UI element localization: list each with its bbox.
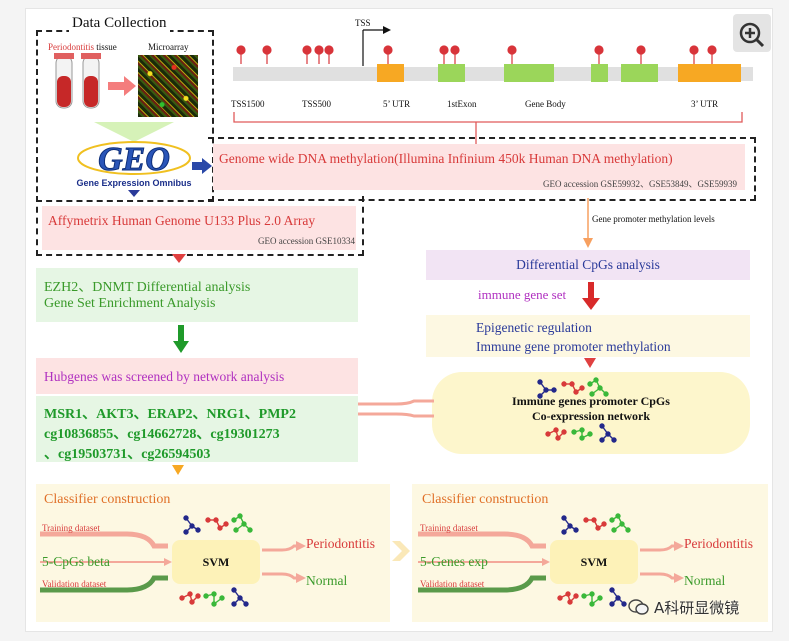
zoom-button[interactable]: [733, 14, 771, 52]
arrow-down-icon: [583, 198, 593, 248]
network-line2: Co-expression network: [531, 409, 651, 423]
differential-cpgs-box: [426, 250, 750, 280]
hubgenes-line2: cg10836855、cg14662728、cg19301273: [44, 427, 280, 442]
arrow-right-icon: [192, 158, 212, 174]
gene-track-diagram: TSS TSS1500 TSS500 5’ UTR 1stExon Gene B…: [231, 18, 753, 109]
classifier-right-model: SVM: [580, 555, 608, 569]
region-label-gene-body: Gene Body: [525, 99, 566, 109]
classifier-right-out2: Normal: [684, 573, 726, 588]
promoter-levels-label: Gene promoter methylation levels: [592, 214, 715, 224]
ezh2-box: [36, 268, 358, 322]
classifier-left-input: 5-CpGs beta: [42, 554, 110, 569]
classifier-right-diagram: [418, 513, 684, 607]
classifier-left-out1: Periodontitis: [306, 536, 376, 551]
classifier-left-out2: Normal: [306, 573, 348, 588]
tissue-label-suffix: tissue: [94, 42, 117, 52]
tissue-label-disease: Periodontitis: [48, 42, 95, 52]
ezh2-line1: EZH2、DNMT Differential analysis: [44, 280, 251, 295]
region-label-1stexon: 1stExon: [447, 99, 477, 109]
classifier-left-validation: Validation dataset: [42, 579, 107, 589]
tissue-label: Periodontitis tissue: [48, 42, 117, 52]
tissue-tubes-icon: [54, 53, 101, 109]
methylation-box: [213, 144, 745, 190]
epigenetic-line2: Immune gene promoter methylation: [476, 339, 671, 354]
arrow-down-icon: [172, 465, 184, 475]
geo-dataset-frame: [36, 196, 364, 256]
epigenetic-box: [426, 315, 750, 357]
immune-gene-set-label: immune gene set: [478, 287, 567, 302]
region-label-tss1500: TSS1500: [231, 99, 265, 109]
zoom-in-icon: [739, 22, 765, 48]
methylation-accession: GEO accession GSE59932、GSE53849、GSE59939: [543, 179, 737, 189]
arrow-down-icon: [173, 325, 189, 353]
classifier-right-out1: Periodontitis: [684, 536, 754, 551]
arrow-down-icon: [584, 358, 596, 368]
affymetrix-title: Affymetrix Human Genome U133 Plus 2.0 Ar…: [48, 213, 316, 228]
classifier-right-title: Classifier construction: [422, 492, 549, 507]
microarray-label: Microarray: [148, 42, 189, 52]
region-label-tss500: TSS500: [302, 99, 332, 109]
classifier-right-training: Training dataset: [420, 523, 478, 533]
classifier-right-validation: Validation dataset: [420, 579, 485, 589]
hubgenes-line1: MSR1、AKT3、ERAP2、NRG1、PMP2: [44, 407, 296, 422]
wechat-icon: [628, 599, 649, 615]
region-label-5utr: 5’ UTR: [383, 99, 410, 109]
methylation-title: Genome wide DNA methylation(Illumina Inf…: [219, 151, 673, 166]
geo-logo: GEO Gene Expression Omnibus: [76, 122, 192, 197]
watermark-text: A科研显微镜: [654, 598, 740, 617]
network-line1: Immune genes promoter CpGs: [512, 394, 670, 408]
differential-cpgs-label: Differential CpGs analysis: [516, 257, 660, 272]
hubgenes-title: Hubgenes was screened by network analysi…: [44, 369, 285, 384]
epigenetic-line1: Epigenetic regulation: [476, 320, 592, 335]
data-collection-title: Data Collection: [69, 15, 170, 32]
hubgenes-line3: 、cg19503731、cg26594503: [44, 447, 211, 462]
region-label-3utr: 3’ UTR: [691, 99, 718, 109]
ezh2-line2: Gene Set Enrichment Analysis: [44, 296, 216, 311]
hubgenes-title-box: [36, 358, 358, 394]
network-icons: [537, 377, 617, 443]
arrow-down-icon: [582, 282, 600, 310]
methylation-frame: [208, 137, 756, 201]
arrow-down-icon: [172, 254, 186, 263]
watermark: A科研显微镜: [628, 596, 739, 618]
hubgenes-list-box: [36, 396, 358, 462]
classifier-left-title: Classifier construction: [44, 492, 171, 507]
classifier-left-diagram: [40, 513, 306, 607]
affymetrix-accession: GEO accession GSE10334: [258, 236, 355, 246]
arrow-right-icon: [392, 541, 410, 561]
arrow-right-icon: [108, 76, 136, 96]
classifier-right-input: 5-Genes exp: [420, 554, 488, 569]
microarray-image: [138, 55, 198, 117]
geo-subtitle: Gene Expression Omnibus: [76, 178, 191, 188]
classifier-left-training: Training dataset: [42, 523, 100, 533]
classifier-left-model: SVM: [202, 555, 230, 569]
tss-label: TSS: [355, 18, 371, 28]
network-connector: [356, 399, 434, 418]
track-bracket: [233, 112, 743, 144]
affymetrix-box: [42, 206, 356, 250]
